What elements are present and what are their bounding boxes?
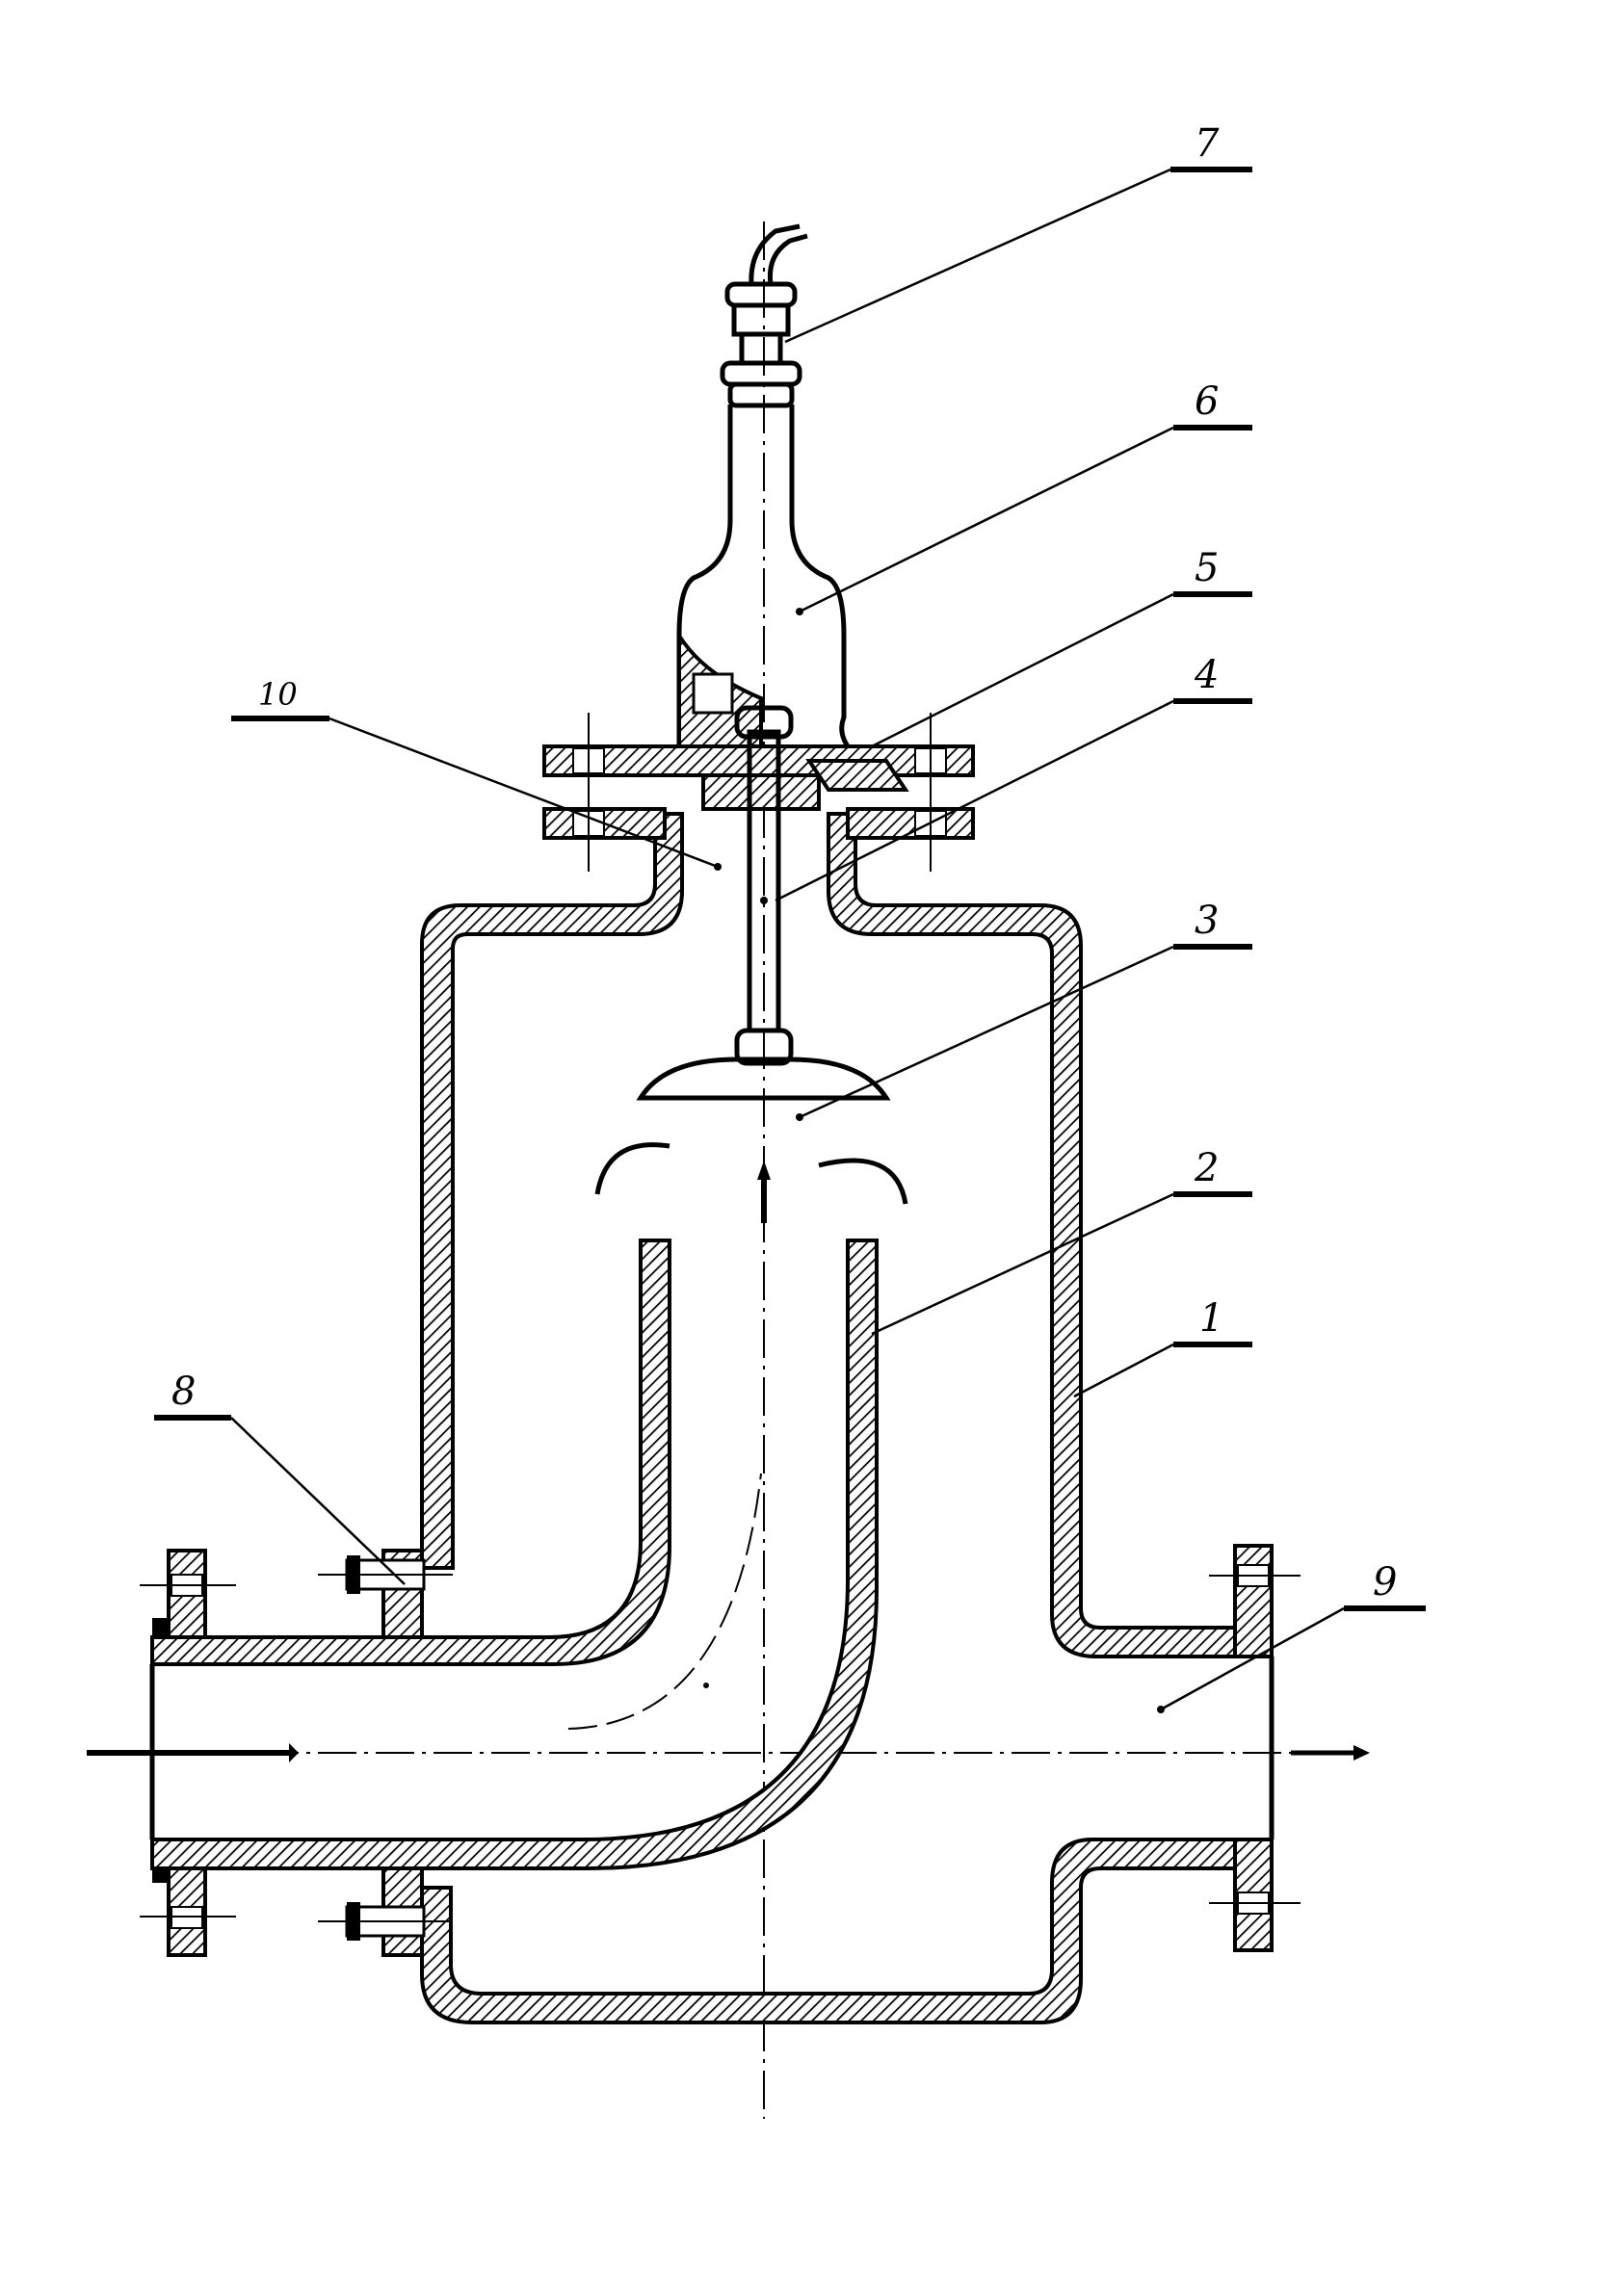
label-group-10: 10 (231, 676, 719, 869)
label-group-5: 5 (871, 546, 1252, 748)
label-9: 9 (1373, 1560, 1397, 1605)
label-4: 4 (1194, 653, 1219, 697)
label-8: 8 (171, 1370, 196, 1414)
label-group-7: 7 (784, 121, 1252, 344)
label-6: 6 (1195, 379, 1219, 424)
splash-arrow-icon (594, 1142, 908, 1223)
label-2: 2 (1194, 1146, 1219, 1190)
label-3: 3 (1195, 899, 1219, 943)
valve-disc (636, 1057, 891, 1101)
outlet-flange (1209, 1544, 1301, 1952)
label-group-1: 1 (1073, 1296, 1252, 1398)
label-7: 7 (1195, 121, 1220, 166)
label-group-9: 9 (1160, 1560, 1426, 1711)
label-group-8: 8 (154, 1370, 406, 1585)
label-group-4: 4 (775, 653, 1252, 902)
inlet-flange (140, 1549, 236, 1957)
flow-out-arrow-icon (1291, 1745, 1370, 1761)
inlet-pipe-elbow (150, 1239, 879, 1870)
label-1: 1 (1199, 1296, 1223, 1341)
label-5: 5 (1195, 546, 1219, 590)
flow-in-arrow-icon (87, 1743, 299, 1762)
label-group-3: 3 (799, 899, 1252, 1119)
label-group-2: 2 (871, 1146, 1252, 1336)
bonnet-flange (542, 713, 975, 872)
joint-flange-bolts (318, 1549, 453, 1957)
sensor-housing (676, 404, 851, 748)
valve-stem (734, 705, 794, 1066)
label-group-6: 6 (799, 379, 1252, 613)
flow-path-curve (567, 1473, 762, 1730)
label-10: 10 (258, 676, 298, 713)
sensor-fitting (720, 223, 808, 408)
